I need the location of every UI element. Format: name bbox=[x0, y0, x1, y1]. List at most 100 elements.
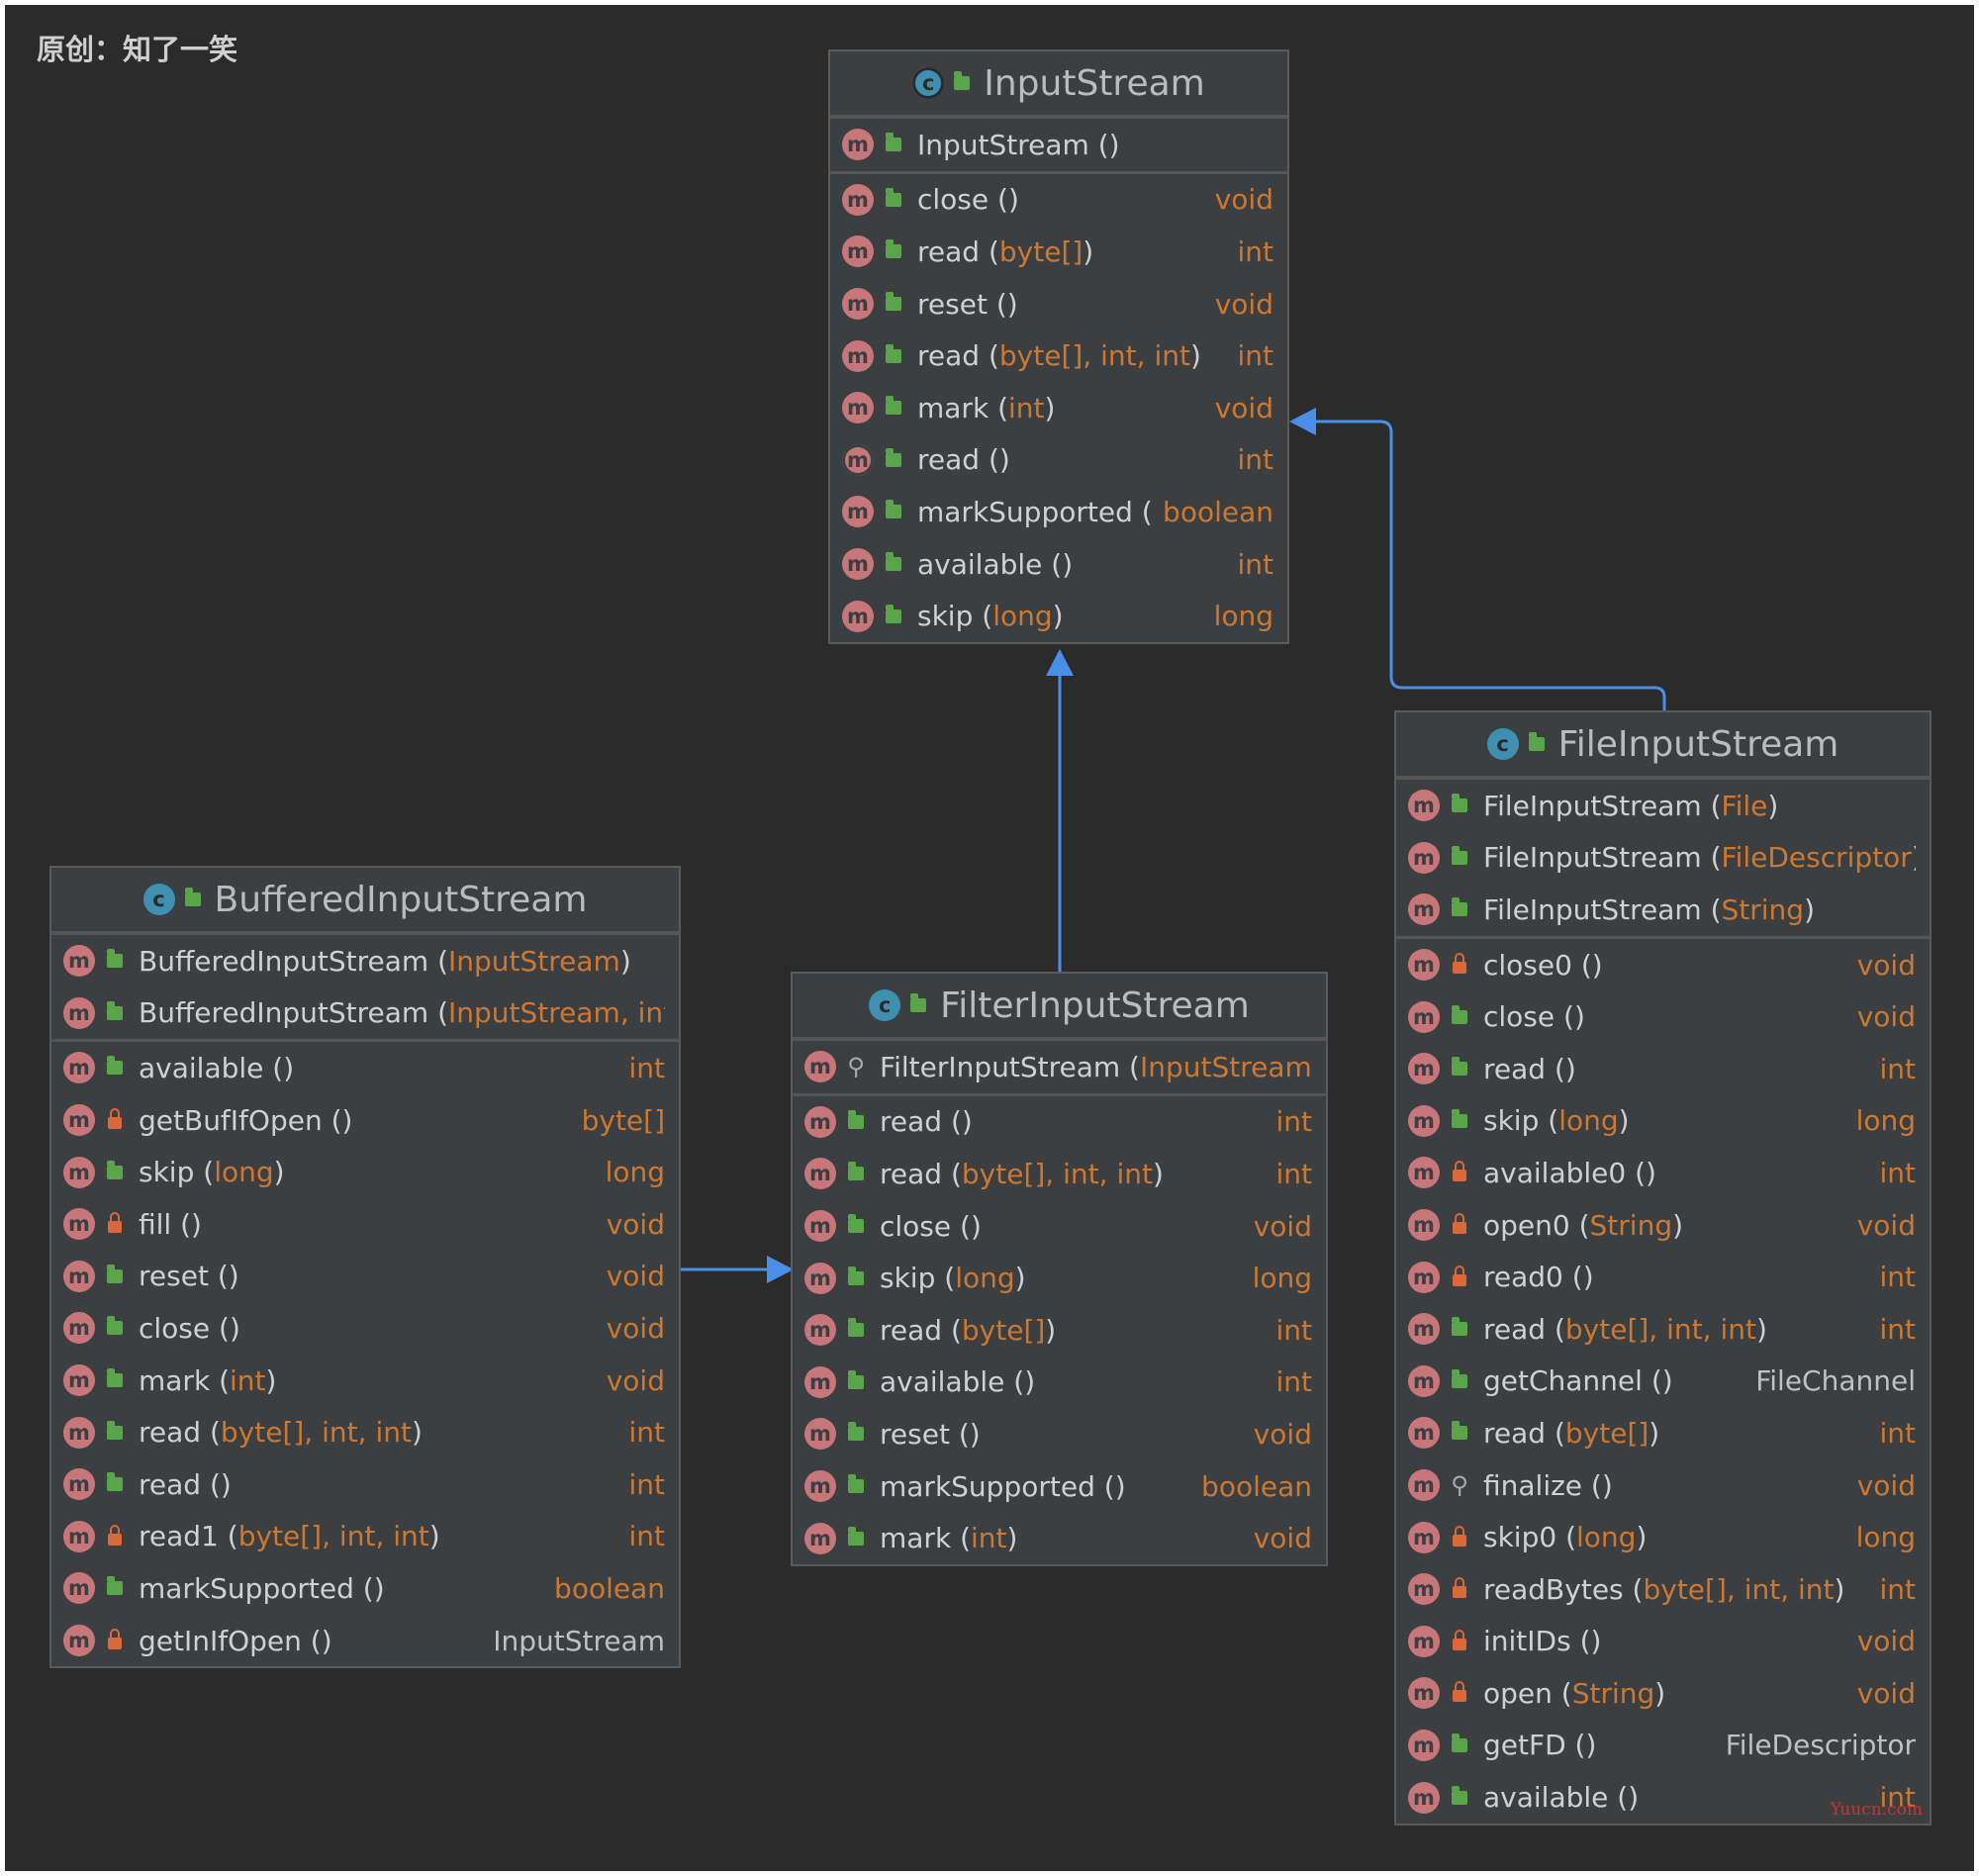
method-name: read bbox=[1483, 1312, 1547, 1346]
visibility-private bbox=[1450, 1213, 1469, 1235]
visibility-private bbox=[105, 1108, 125, 1130]
param-type: int bbox=[322, 1416, 358, 1450]
method-signature: getFD () bbox=[1483, 1729, 1597, 1762]
public-icon bbox=[1452, 897, 1467, 917]
param-type: FileDescriptor bbox=[1721, 841, 1912, 875]
return-type: int bbox=[1237, 547, 1273, 581]
public-icon bbox=[1452, 1057, 1467, 1077]
method-signature: finalize () bbox=[1483, 1468, 1613, 1502]
return-type: void bbox=[1856, 1625, 1916, 1658]
method-name: markSupported bbox=[880, 1469, 1095, 1503]
return-type: int bbox=[1237, 234, 1273, 268]
method-icon: m bbox=[1408, 1157, 1440, 1189]
method-row[interactable]: m⚲finalize ()void bbox=[1396, 1459, 1930, 1512]
visibility-public bbox=[846, 1318, 866, 1338]
return-type: int bbox=[1237, 443, 1273, 477]
param-type: int bbox=[971, 1522, 1007, 1555]
class-icon: c bbox=[1486, 728, 1519, 760]
return-type: InputStream bbox=[493, 1624, 665, 1657]
visibility-public bbox=[1450, 1108, 1469, 1128]
param-type: File bbox=[1721, 789, 1768, 822]
visibility-public bbox=[846, 1369, 866, 1389]
method-name: read1 bbox=[139, 1520, 219, 1553]
method-signature: initIDs () bbox=[1483, 1625, 1602, 1658]
param-type: int bbox=[230, 1363, 266, 1397]
method-icon: m bbox=[63, 996, 95, 1029]
method-icon: m bbox=[842, 600, 874, 632]
method-signature: read (byte[], int, int) bbox=[880, 1157, 1164, 1190]
method-signature: skip (long) bbox=[1483, 1104, 1630, 1138]
return-type: int bbox=[1879, 1052, 1916, 1085]
method-signature: readBytes (byte[], int, int) bbox=[1483, 1572, 1845, 1606]
public-package-icon bbox=[910, 993, 927, 1012]
visibility-public bbox=[884, 604, 903, 623]
method-name: mark bbox=[917, 391, 990, 424]
public-icon bbox=[107, 1264, 123, 1283]
method-icon: m bbox=[63, 1312, 95, 1345]
method-name: available bbox=[1483, 1781, 1609, 1815]
method-icon: m bbox=[63, 1625, 95, 1657]
method-row[interactable]: m⚲FilterInputStream (InputStream) bbox=[793, 1041, 1326, 1093]
